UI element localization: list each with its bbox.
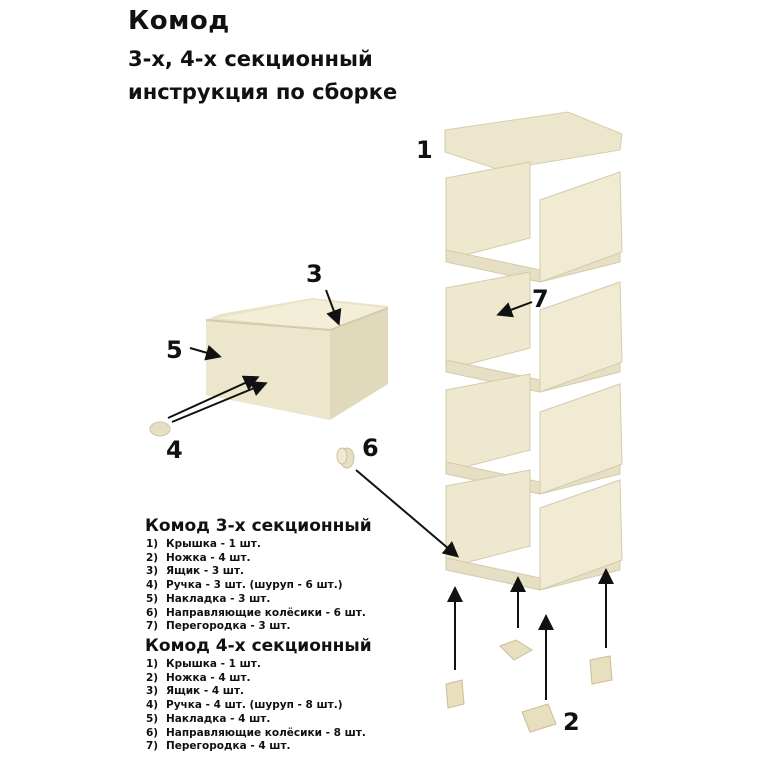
list-item: 3)Ящик - 4 шт. <box>146 685 245 698</box>
callout-7-divider: 7 <box>532 285 549 313</box>
list-title-3-section: Комод 3-х секционный <box>145 516 372 536</box>
leg-parts-illustration <box>445 639 613 733</box>
callout-3-drawer: 3 <box>306 260 323 288</box>
callout-1-lid: 1 <box>416 136 433 164</box>
callout-4-handle: 4 <box>166 436 183 464</box>
list-title-4-section: Комод 4-х секционный <box>145 636 372 656</box>
list-item: 7)Перегородка - 3 шт. <box>146 620 291 633</box>
list-item: 5)Накладка - 4 шт. <box>146 712 271 725</box>
list-item: 6)Направляющие колёсики - 6 шт. <box>146 606 366 619</box>
list-item: 4)Ручка - 4 шт. (шуруп - 8 шт.) <box>146 699 343 712</box>
parts-list-3-section: 1)Крышка - 1 шт. 2)Ножка - 4 шт. 3)Ящик … <box>146 538 366 634</box>
list-item: 3)Ящик - 3 шт. <box>146 565 245 578</box>
list-item: 1)Крышка - 1 шт. <box>146 538 261 550</box>
lid-illustration <box>444 111 623 171</box>
page-subtitle-line1: 3-х, 4-х секционный <box>128 47 373 71</box>
list-item: 4)Ручка - 3 шт. (шуруп - 6 шт.) <box>146 579 343 592</box>
callout-2-leg: 2 <box>563 708 580 736</box>
callout-6-wheel: 6 <box>362 434 379 462</box>
page-subtitle-line2: инструкция по сборке <box>128 80 398 104</box>
parts-list-4-section: 1)Крышка - 1 шт. 2)Ножка - 4 шт. 3)Ящик … <box>146 658 366 754</box>
handle-part-illustration <box>149 421 171 437</box>
list-item: 1)Крышка - 1 шт. <box>146 658 261 670</box>
list-item: 6)Направляющие колёсики - 8 шт. <box>146 726 366 739</box>
frame-sections <box>445 161 623 591</box>
list-item: 7)Перегородка - 4 шт. <box>146 740 291 753</box>
drawer-illustration <box>205 298 389 420</box>
callout-5-overlay: 5 <box>166 336 183 364</box>
list-item: 2)Ножка - 4 шт. <box>146 671 251 684</box>
list-item: 2)Ножка - 4 шт. <box>146 551 251 564</box>
wheel-part-illustration <box>336 447 355 469</box>
page-title: Комод <box>128 6 230 36</box>
list-item: 5)Накладка - 3 шт. <box>146 592 271 605</box>
